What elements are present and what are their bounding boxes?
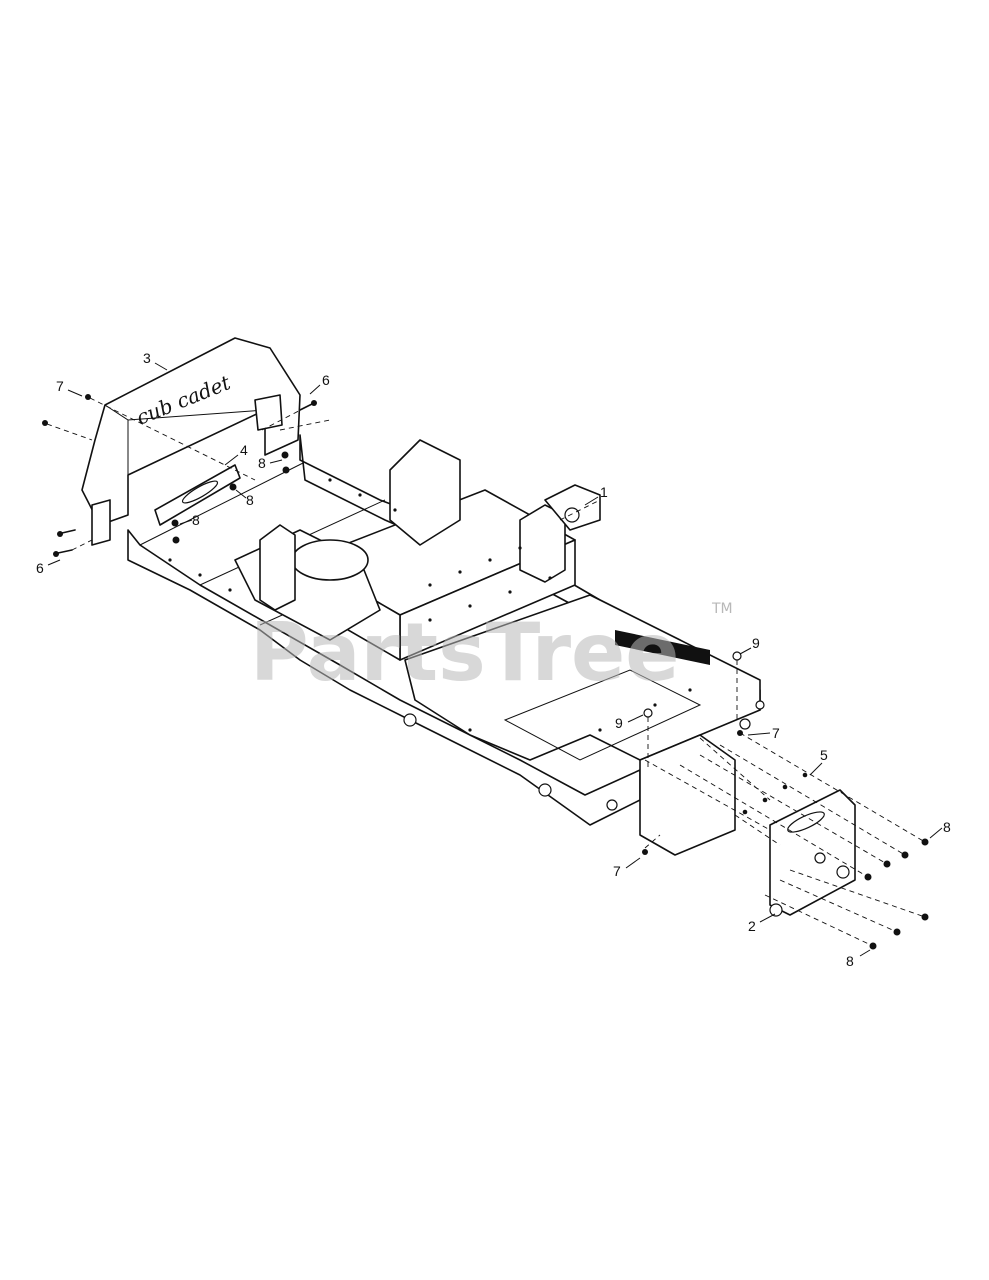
fasteners xyxy=(42,394,929,950)
watermark-text: PartsTree xyxy=(250,606,680,699)
svg-text:7: 7 xyxy=(772,725,780,741)
callout-9-upper: 9 xyxy=(739,635,760,655)
callout-5: 5 xyxy=(809,747,828,776)
callout-6-upper: 6 xyxy=(309,372,330,395)
callout-8-shield-mid: 8 xyxy=(235,489,254,508)
callout-labels: 1 2 3 4 5 6 6 7 xyxy=(36,350,951,969)
svg-text:8: 8 xyxy=(246,492,254,508)
svg-text:5: 5 xyxy=(820,747,828,763)
watermark-trademark: TM xyxy=(711,601,733,617)
svg-text:6: 6 xyxy=(322,372,330,388)
callout-7-top-left: 7 xyxy=(56,378,83,397)
callout-8-rear-bottom: 8 xyxy=(846,949,871,969)
svg-text:7: 7 xyxy=(613,863,621,879)
svg-text:8: 8 xyxy=(192,512,200,528)
callout-2: 2 xyxy=(748,913,776,934)
svg-text:8: 8 xyxy=(258,455,266,471)
callout-7-bottom: 7 xyxy=(613,857,641,879)
callout-1: 1 xyxy=(584,484,608,506)
callout-8-rear-right: 8 xyxy=(929,819,951,839)
callout-4: 4 xyxy=(224,442,248,466)
main-frame xyxy=(127,434,765,826)
svg-text:6: 6 xyxy=(36,560,44,576)
callout-6-lower: 6 xyxy=(36,559,61,576)
svg-text:9: 9 xyxy=(752,635,760,651)
callout-9-lower: 9 xyxy=(615,714,644,731)
svg-text:7: 7 xyxy=(56,378,64,394)
bolt-part-6-lower xyxy=(53,529,76,557)
callout-7-right: 7 xyxy=(747,725,780,741)
svg-text:2: 2 xyxy=(748,918,756,934)
partstree-watermark: PartsTree TM xyxy=(250,601,733,699)
callout-8-shield-lower: 8 xyxy=(179,512,200,528)
svg-text:4: 4 xyxy=(240,442,248,458)
svg-text:8: 8 xyxy=(846,953,854,969)
front-shield: cub cadet xyxy=(81,337,301,546)
svg-text:1: 1 xyxy=(600,484,608,500)
svg-text:3: 3 xyxy=(143,350,151,366)
svg-text:8: 8 xyxy=(943,819,951,835)
callout-8-shield-upper: 8 xyxy=(258,455,283,471)
callout-3: 3 xyxy=(143,350,168,371)
rear-plate-assembly xyxy=(639,734,856,917)
svg-text:9: 9 xyxy=(615,715,623,731)
